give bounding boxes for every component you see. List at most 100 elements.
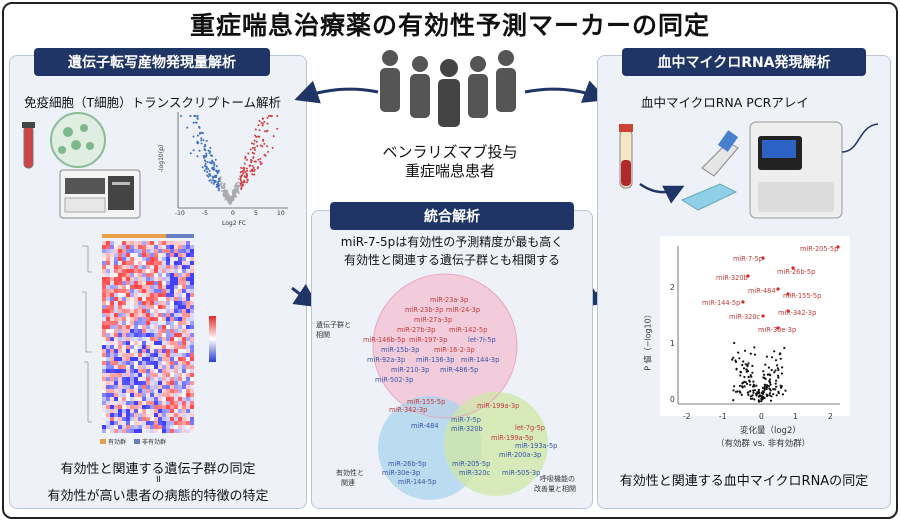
heatmap-cell: [138, 253, 142, 257]
volcano-point: [245, 176, 248, 179]
heatmap-cell: [134, 405, 138, 409]
heatmap-cell: [138, 333, 142, 337]
heatmap-cell: [130, 241, 134, 245]
volcano-point: [196, 134, 199, 137]
heatmap-cell: [150, 325, 154, 329]
heatmap-cell: [142, 365, 146, 369]
heatmap-cell: [178, 377, 182, 381]
heatmap-cell: [146, 257, 150, 261]
volcano-xtick: 10: [277, 210, 285, 217]
mirna-point: [769, 399, 773, 402]
heatmap-cell: [134, 317, 138, 321]
heatmap-cell: [102, 273, 106, 277]
heatmap-cell: [102, 401, 106, 405]
heatmap-cell: [174, 393, 178, 397]
mirna-significant-point: [786, 309, 790, 313]
heatmap-cell: [150, 301, 154, 305]
heatmap-cell: [158, 425, 162, 429]
heatmap-cell: [134, 253, 138, 257]
heatmap-cell: [190, 341, 194, 345]
heatmap-cell: [186, 421, 190, 425]
heatmap-cell: [170, 381, 174, 385]
heatmap-cell: [114, 297, 118, 301]
heatmap-cell: [106, 321, 110, 325]
heatmap-cell: [126, 365, 130, 369]
mirna-point-label: miR-320b: [716, 274, 748, 282]
heatmap-cell: [162, 409, 166, 413]
heatmap-cell: [186, 289, 190, 293]
heatmap-cell: [170, 285, 174, 289]
volcano-point: [213, 181, 216, 184]
heatmap-cell: [118, 397, 122, 401]
heatmap-cell: [138, 353, 142, 357]
volcano-point: [227, 193, 229, 196]
mirna-point: [781, 366, 784, 369]
volcano-point: [242, 171, 245, 174]
heatmap-cell: [102, 389, 106, 393]
heatmap-cell: [158, 293, 162, 297]
heatmap-cell: [118, 353, 122, 357]
heatmap-cell: [130, 269, 134, 273]
volcano-xtick: -2: [683, 412, 691, 421]
heatmap-cell: [106, 325, 110, 329]
heatmap-cell: [118, 305, 122, 309]
heatmap-cell: [182, 301, 186, 305]
heatmap-cell: [190, 397, 194, 401]
heatmap-cell: [182, 297, 186, 301]
heatmap-cell: [106, 337, 110, 341]
heatmap-cell: [170, 265, 174, 269]
volcano-point: [232, 196, 235, 199]
heatmap-cell: [190, 373, 194, 377]
volcano-xtick: -1: [719, 412, 727, 421]
heatmap-legend-noneffective-swatch: [134, 439, 140, 444]
mirna-point: [748, 379, 751, 382]
heatmap-cell: [126, 245, 130, 249]
heatmap-cell: [106, 349, 110, 353]
heatmap-cell: [190, 357, 194, 361]
heatmap-cell: [158, 305, 162, 309]
volcano-point: [252, 147, 254, 149]
volcano-point: [261, 122, 264, 125]
heatmap-cell: [158, 285, 162, 289]
heatmap-cell: [134, 381, 138, 385]
heatmap-cell: [130, 389, 134, 393]
right-conclusion: 有効性と関連する血中マイクロRNAの同定: [619, 474, 869, 489]
heatmap-cell: [106, 361, 110, 365]
heatmap-cell: [114, 421, 118, 425]
heatmap-cell: [134, 265, 138, 269]
heatmap-cell: [110, 273, 114, 277]
volcano-point: [243, 179, 246, 182]
heatmap-cell: [150, 385, 154, 389]
heatmap-cell: [126, 357, 130, 361]
heatmap-cell: [130, 257, 134, 261]
volcano-point: [255, 140, 258, 143]
heatmap-cell: [122, 337, 126, 341]
heatmap-cell: [190, 409, 194, 413]
heatmap-cell: [150, 265, 154, 269]
heatmap-cell: [142, 353, 146, 357]
heatmap-cell: [162, 249, 166, 253]
mirna-point: [743, 375, 746, 379]
heatmap-cell: [138, 417, 142, 421]
heatmap-cell: [162, 397, 166, 401]
heatmap-cell: [142, 421, 146, 425]
heatmap-cell: [150, 417, 154, 421]
heatmap-cell: [166, 413, 170, 417]
heatmap-cell: [142, 397, 146, 401]
heatmap-cell: [174, 281, 178, 285]
heatmap-cell: [190, 369, 194, 373]
heatmap-cell: [130, 297, 134, 301]
left-conclusion-2: 有効性が高い患者の病態的特徴の特定: [47, 489, 269, 504]
heatmap-cell: [170, 429, 174, 433]
heatmap-cell: [182, 277, 186, 281]
heatmap-cell: [178, 365, 182, 369]
volcano-point: [204, 162, 207, 165]
heatmap-cell: [162, 305, 166, 309]
heatmap-cell: [142, 257, 146, 261]
heatmap-cell: [158, 313, 162, 317]
heatmap-cell: [110, 257, 114, 261]
heatmap-cell: [146, 301, 150, 305]
heatmap-cell: [166, 381, 170, 385]
heatmap-cell: [106, 253, 110, 257]
heatmap-cell: [138, 409, 142, 413]
